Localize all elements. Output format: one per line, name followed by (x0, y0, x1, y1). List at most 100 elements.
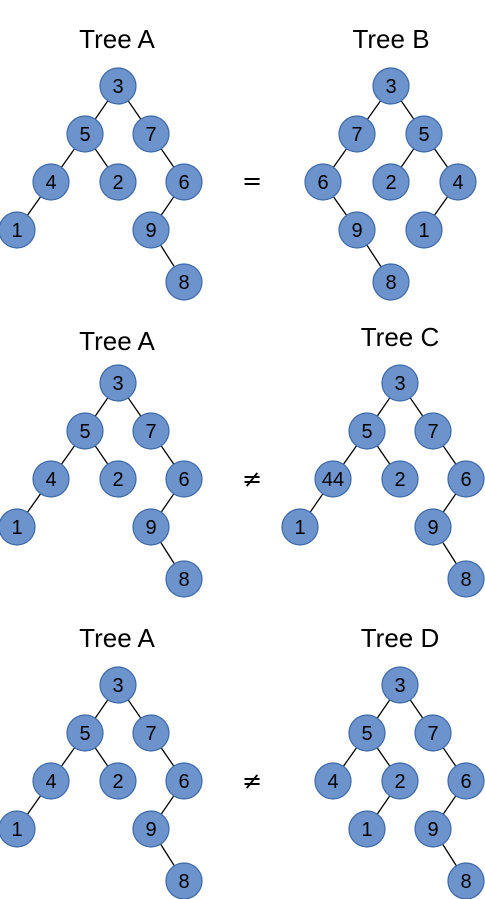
node-circle (405, 115, 443, 153)
node-circle (32, 460, 70, 498)
node-label: 7 (351, 124, 362, 146)
node-circle (381, 666, 419, 704)
node-circle (414, 810, 452, 848)
tree-node: 2 (381, 762, 419, 800)
node-label: 5 (361, 421, 372, 443)
node-label: 3 (112, 373, 123, 395)
node-circle (447, 762, 485, 800)
tree-node: 8 (447, 862, 485, 899)
tree-node: 2 (381, 460, 419, 498)
node-label: 1 (11, 517, 22, 539)
node-circle (314, 762, 352, 800)
node-label: 8 (178, 569, 189, 591)
node-label: 4 (452, 172, 463, 194)
node-circle (372, 67, 410, 105)
node-label: 5 (418, 124, 429, 146)
tree-node: 8 (372, 263, 410, 301)
node-circle (338, 211, 376, 249)
relation-symbol: = (242, 167, 262, 195)
node-label: 5 (79, 421, 90, 443)
tree-node: 1 (348, 810, 386, 848)
tree-node: 6 (165, 163, 203, 201)
node-label: 2 (112, 469, 123, 491)
node-circle (447, 460, 485, 498)
node-label: 4 (327, 771, 338, 793)
node-label: 6 (460, 469, 471, 491)
tree-title: Tree C (361, 322, 440, 352)
node-circle (132, 211, 170, 249)
node-label: 9 (427, 819, 438, 841)
tree-node: 3 (99, 364, 137, 402)
tree-node: 7 (132, 714, 170, 752)
node-circle (314, 460, 352, 498)
node-circle (348, 714, 386, 752)
node-label: 7 (145, 723, 156, 745)
tree-node: 9 (132, 211, 170, 249)
node-label: 3 (394, 373, 405, 395)
node-label: 2 (385, 172, 396, 194)
node-circle (132, 508, 170, 546)
node-circle (99, 762, 137, 800)
node-circle (165, 560, 203, 598)
tree-node: 8 (165, 263, 203, 301)
node-circle (132, 115, 170, 153)
tree-title: Tree A (79, 326, 155, 356)
tree-node: 6 (165, 762, 203, 800)
node-label: 8 (460, 569, 471, 591)
node-label: 8 (385, 272, 396, 294)
tree-node: 1 (0, 508, 36, 546)
relation-symbol: ≠ (242, 767, 262, 795)
node-circle (66, 115, 104, 153)
tree-node: 1 (0, 810, 36, 848)
node-label: 7 (427, 421, 438, 443)
tree-node: 4 (32, 762, 70, 800)
tree-node: 8 (165, 862, 203, 899)
node-label: 8 (178, 272, 189, 294)
node-circle (348, 810, 386, 848)
node-circle (304, 163, 342, 201)
node-circle (348, 412, 386, 450)
node-label: 9 (145, 517, 156, 539)
tree-node: 4 (32, 460, 70, 498)
node-label: 7 (145, 421, 156, 443)
tree-node: 7 (132, 412, 170, 450)
tree-node: 5 (66, 412, 104, 450)
tree-node: 44 (314, 460, 352, 498)
node-circle (447, 862, 485, 899)
node-circle (0, 211, 36, 249)
node-label: 7 (427, 723, 438, 745)
node-label: 1 (418, 220, 429, 242)
node-circle (405, 211, 443, 249)
tree-node: 9 (414, 810, 452, 848)
tree-node: 8 (447, 560, 485, 598)
node-label: 7 (145, 124, 156, 146)
tree-node: 5 (66, 115, 104, 153)
node-label: 6 (460, 771, 471, 793)
node-circle (66, 714, 104, 752)
tree-node: 2 (99, 460, 137, 498)
tree-node: 2 (372, 163, 410, 201)
tree-node: 7 (338, 115, 376, 153)
tree-node: 5 (348, 412, 386, 450)
node-label: 8 (178, 871, 189, 893)
tree-node: 4 (32, 163, 70, 201)
tree-node: 5 (405, 115, 443, 153)
node-label: 5 (79, 124, 90, 146)
tree-node: 3 (381, 666, 419, 704)
node-circle (132, 810, 170, 848)
node-label: 9 (427, 517, 438, 539)
node-label: 6 (317, 172, 328, 194)
node-label: 8 (460, 871, 471, 893)
tree-node: 2 (99, 163, 137, 201)
node-label: 9 (351, 220, 362, 242)
tree-node: 7 (132, 115, 170, 153)
node-circle (0, 508, 36, 546)
node-circle (165, 163, 203, 201)
node-label: 44 (322, 469, 344, 491)
tree-node: 9 (414, 508, 452, 546)
